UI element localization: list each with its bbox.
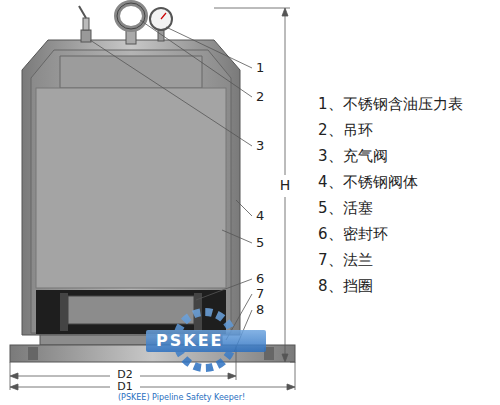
legend-item: 2、吊环 xyxy=(318,122,373,139)
watermark: PSKEE xyxy=(156,332,224,350)
callout-number: 3 xyxy=(256,139,264,153)
callout-number: 4 xyxy=(256,209,264,223)
callout-number: 6 xyxy=(256,272,264,286)
callout-number: 2 xyxy=(256,90,264,104)
legend-item: 4、不锈钢阀体 xyxy=(318,174,418,191)
callout-number: 7 xyxy=(256,287,264,301)
watermark: (PSKEE) Pipeline Safety Keeper! xyxy=(118,394,245,403)
legend-item: 6、密封环 xyxy=(318,226,388,243)
legend-item: 7、法兰 xyxy=(318,252,373,269)
legend-item: 1、不锈钢含油压力表 xyxy=(318,96,463,113)
callout-number: 5 xyxy=(256,236,264,250)
dimension-label: D1 xyxy=(116,381,133,393)
callout-number: 8 xyxy=(256,303,264,317)
legend-item: 3、充气阀 xyxy=(318,148,388,165)
legend-item: 5、活塞 xyxy=(318,200,373,217)
legend-item: 8、挡圈 xyxy=(318,278,373,295)
dimension-label: H xyxy=(279,178,292,193)
dimension-label: D2 xyxy=(116,369,133,381)
callout-number: 1 xyxy=(256,61,264,75)
